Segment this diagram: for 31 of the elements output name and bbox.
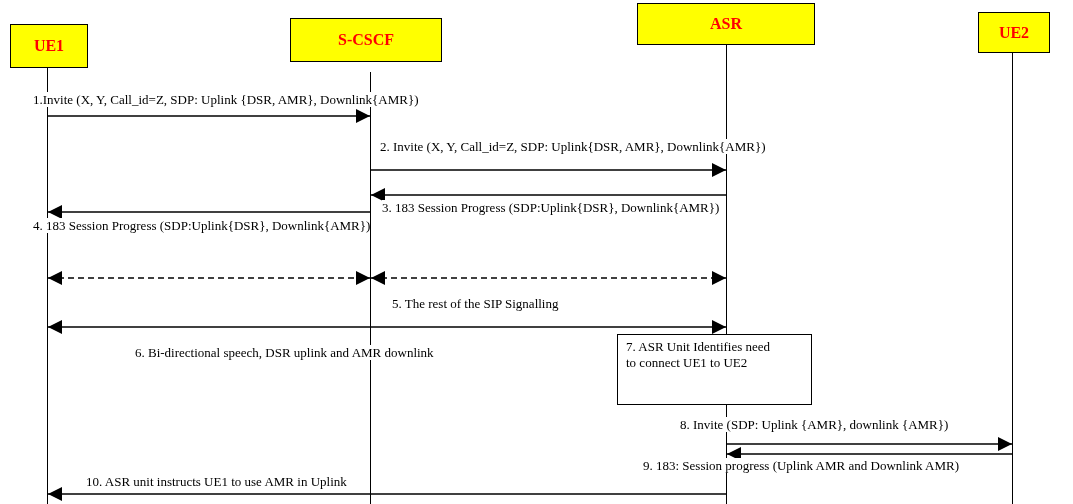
message-arrow — [370, 188, 727, 202]
edge-label: 6. Bi-directional speech, DSR uplink and AMR downlink — [135, 345, 434, 360]
message-arrow — [726, 437, 1013, 451]
participant-name: ASR — [710, 15, 742, 33]
message-arrow — [47, 271, 371, 285]
message-arrow — [370, 271, 727, 285]
participant-box — [637, 3, 815, 45]
participant-name: S-CSCF — [338, 31, 394, 49]
message-arrow — [47, 320, 727, 334]
participant-name: UE2 — [998, 23, 1030, 42]
message-label: 5. The rest of the SIP Signalling — [392, 296, 559, 311]
participant-name: UE1 — [33, 37, 65, 55]
edge-label: 9. 183: Session progress (Uplink AMR and Downlink AMR) — [643, 458, 959, 473]
lifeline — [370, 72, 371, 504]
message-arrow — [47, 109, 371, 123]
lifeline — [47, 68, 48, 504]
edge-label: 4. 183 Session Progress (SDP:Uplink{DSR}, Downlink{AMR}) — [33, 218, 371, 233]
edge-label: 1.Invite (X, Y, Call_id=Z, SDP: Uplink {DSR, AMR}, Downlink{AMR}) — [33, 92, 419, 107]
message-arrow — [47, 205, 371, 219]
edge-label: 8. Invite (SDP: Uplink {AMR}, downlink {AMR}) — [680, 417, 949, 432]
message-arrow — [47, 487, 727, 501]
lifeline — [1012, 53, 1013, 504]
note-box: 7. ASR Unit Identifies need to connect UE1 to UE2 — [617, 334, 812, 405]
message-arrow — [370, 163, 727, 177]
edge-label: 3. 183 Session Progress (SDP:Uplink{DSR}, Downlink{AMR}) — [382, 200, 720, 215]
message-arrow — [726, 447, 1013, 461]
edge-label: 10. ASR unit instructs UE1 to use AMR in Uplink — [86, 474, 347, 489]
edge-label: 2. Invite (X, Y, Call_id=Z, SDP: Uplink{DSR, AMR}, Downlink{AMR}) — [380, 139, 766, 154]
participant-box — [290, 18, 442, 62]
participant-box — [10, 24, 88, 68]
participant-box — [978, 12, 1050, 53]
